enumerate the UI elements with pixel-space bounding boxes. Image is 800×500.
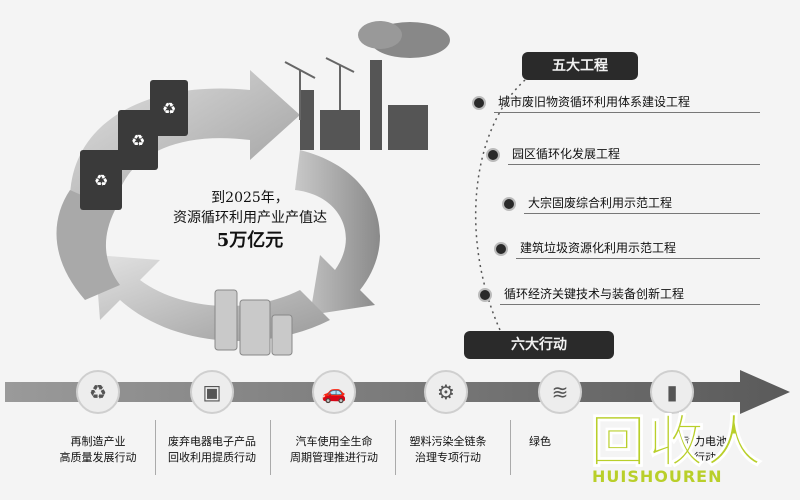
action-label-2: 废弃电器电子产品回收利用提质行动	[168, 435, 256, 464]
project-bullet	[472, 96, 486, 110]
car-icon: 🚗	[312, 370, 356, 414]
top-cycle-arrow	[70, 70, 300, 210]
watermark-sub-text: HUISHOUREN	[592, 467, 723, 486]
center-goal-text: 到2025年， 资源循环利用产业产值达 5万亿元	[150, 188, 350, 251]
svg-text:♻: ♻	[94, 171, 108, 190]
recycle-bins	[80, 80, 188, 210]
layers-icon: ≋	[538, 370, 582, 414]
project-bullet	[486, 148, 500, 162]
project-item: 循环经济关键技术与装备创新工程	[500, 284, 760, 305]
action-label-6: 动力电池行动	[683, 435, 727, 464]
divider	[270, 420, 271, 475]
action-label-5: 绿色	[529, 435, 551, 448]
project-bullet	[478, 288, 492, 302]
gears-icon: ⚙	[424, 370, 468, 414]
battery-icon: ▮	[650, 370, 694, 414]
project-item: 大宗固废综合利用示范工程	[524, 193, 760, 214]
five-projects-title: 五大工程	[522, 52, 638, 80]
right-cycle-arrow	[295, 150, 380, 315]
bottom-cycle-arrow	[95, 255, 330, 342]
svg-text:♻: ♻	[162, 99, 176, 118]
action-label-3: 汽车使用全生命周期管理推进行动	[290, 435, 378, 464]
project-bullet	[494, 242, 508, 256]
recycle-icon: ♻	[76, 370, 120, 414]
goal-line-1: 到2025年，	[211, 190, 289, 206]
goal-line-2: 资源循环利用产业产值达	[173, 210, 327, 226]
left-cycle-arrow	[56, 190, 120, 300]
watermark-main-text: 回收人	[590, 410, 764, 476]
six-actions-title: 六大行动	[464, 331, 614, 359]
goal-line-3: 5万亿元	[216, 230, 284, 251]
project-item: 城市废旧物资循环利用体系建设工程	[494, 92, 760, 113]
divider	[155, 420, 156, 475]
project-bullet	[502, 197, 516, 211]
project-item: 园区循环化发展工程	[508, 144, 760, 165]
factory-city	[300, 21, 450, 150]
svg-text:♻: ♻	[131, 131, 145, 150]
huishouren-watermark: 回收人 HUISHOUREN	[570, 397, 770, 492]
computer-icon: ▣	[190, 370, 234, 414]
recycled-products	[214, 289, 293, 356]
divider	[510, 420, 511, 475]
cycle-arrows-illustration: ♻ ♻ ♻	[56, 21, 450, 356]
wind-turbines	[284, 57, 355, 120]
project-item: 建筑垃圾资源化利用示范工程	[516, 238, 760, 259]
action-label-4: 塑料污染全链条治理专项行动	[409, 435, 487, 464]
divider	[395, 420, 396, 475]
timeline-arrow	[5, 370, 790, 414]
action-label-1: 再制造产业高质量发展行动	[59, 435, 137, 464]
